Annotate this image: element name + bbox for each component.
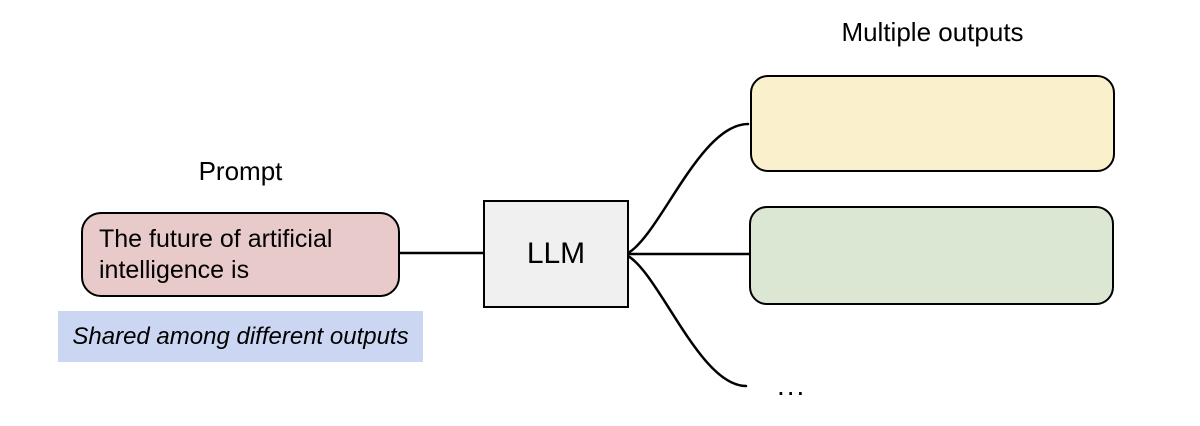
shared-note-text: Shared among different outputs xyxy=(72,322,409,350)
multiple-outputs-label: Multiple outputs xyxy=(841,17,1024,47)
connector-llm-to-more xyxy=(626,254,748,388)
llm-box-label: LLM xyxy=(526,237,586,270)
llm-box: LLM xyxy=(483,200,629,308)
prompt-box: The future of artificial intelligence is xyxy=(81,212,400,297)
connector-llm-to-output1 xyxy=(626,122,750,255)
more-outputs-ellipsis: ... xyxy=(777,370,807,401)
prompt-label: Prompt xyxy=(198,156,283,186)
prompt-box-text: The future of artificial intelligence is xyxy=(99,224,333,284)
shared-note: Shared among different outputs xyxy=(58,311,423,362)
output-box-2 xyxy=(749,206,1114,305)
output-box-1 xyxy=(750,75,1115,172)
